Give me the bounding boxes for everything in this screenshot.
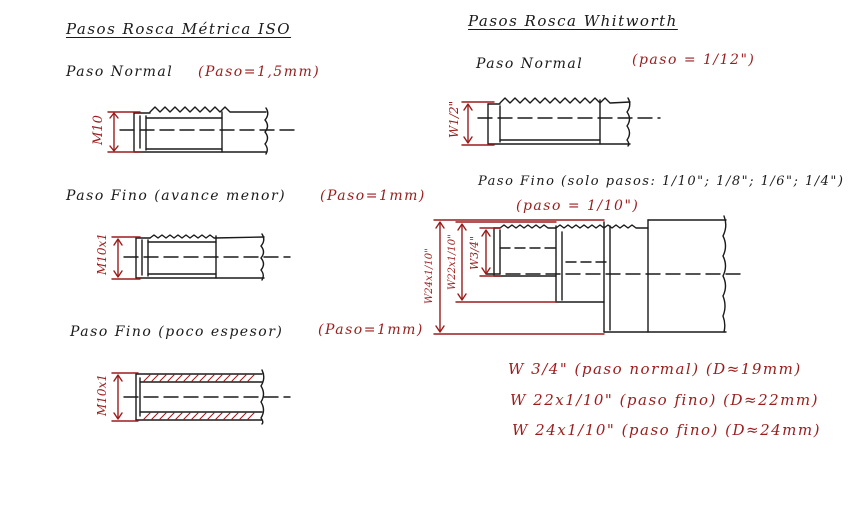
metric-normal-dimension xyxy=(107,111,141,153)
whitworth-fine-dimensions xyxy=(433,219,605,335)
metric-normal-dim-label: M10 xyxy=(91,115,106,146)
metric-normal-label: Paso Normal xyxy=(66,64,174,80)
whitworth-note-1: W 3/4" (paso normal) (D≈19mm) xyxy=(508,360,802,378)
metric-fine-thin-dimension xyxy=(111,372,139,422)
metric-fine-advance-drawing xyxy=(123,233,291,281)
metric-fine-thin-dim-label: M10x1 xyxy=(95,374,109,417)
metric-fine-advance-pitch: (Paso=1mm) xyxy=(320,188,426,204)
whitworth-fine-dim-w24: W24x1/10" xyxy=(424,248,435,304)
metric-fine-thin-hatching xyxy=(143,374,255,420)
whitworth-normal-dimension xyxy=(461,101,495,146)
metric-fine-advance-dimension xyxy=(111,236,141,280)
whitworth-normal-pitch: (paso = 1/12") xyxy=(632,52,756,68)
whitworth-fine-dim-w34: W3/4" xyxy=(468,236,481,270)
metric-fine-advance-label: Paso Fino (avance menor) xyxy=(66,188,287,204)
metric-fine-advance-dim-label: M10x1 xyxy=(95,233,109,276)
whitworth-fine-pitch: (paso = 1/10") xyxy=(516,198,640,214)
whitworth-normal-drawing xyxy=(477,97,661,147)
whitworth-note-2: W 22x1/10" (paso fino) (D≈22mm) xyxy=(510,391,819,409)
metric-fine-thin-drawing xyxy=(123,369,291,425)
whitworth-normal-label: Paso Normal xyxy=(476,56,584,72)
whitworth-fine-label: Paso Fino (solo pasos: 1/10"; 1/8"; 1/6"… xyxy=(478,174,845,189)
metric-title: Pasos Rosca Métrica ISO xyxy=(66,20,292,38)
metric-normal-drawing xyxy=(119,106,301,155)
metric-normal-pitch: (Paso=1,5mm) xyxy=(198,64,321,80)
whitworth-fine-drawing xyxy=(485,215,745,333)
whitworth-fine-dim-w22: W22x1/10" xyxy=(447,234,458,290)
metric-fine-thin-pitch: (Paso=1mm) xyxy=(318,322,424,338)
whitworth-note-3: W 24x1/10" (paso fino) (D≈24mm) xyxy=(512,421,821,439)
whitworth-title: Pasos Rosca Whitworth xyxy=(468,12,678,30)
metric-fine-thin-label: Paso Fino (poco espesor) xyxy=(70,324,284,340)
whitworth-normal-dim-label: W1/2" xyxy=(447,101,461,138)
